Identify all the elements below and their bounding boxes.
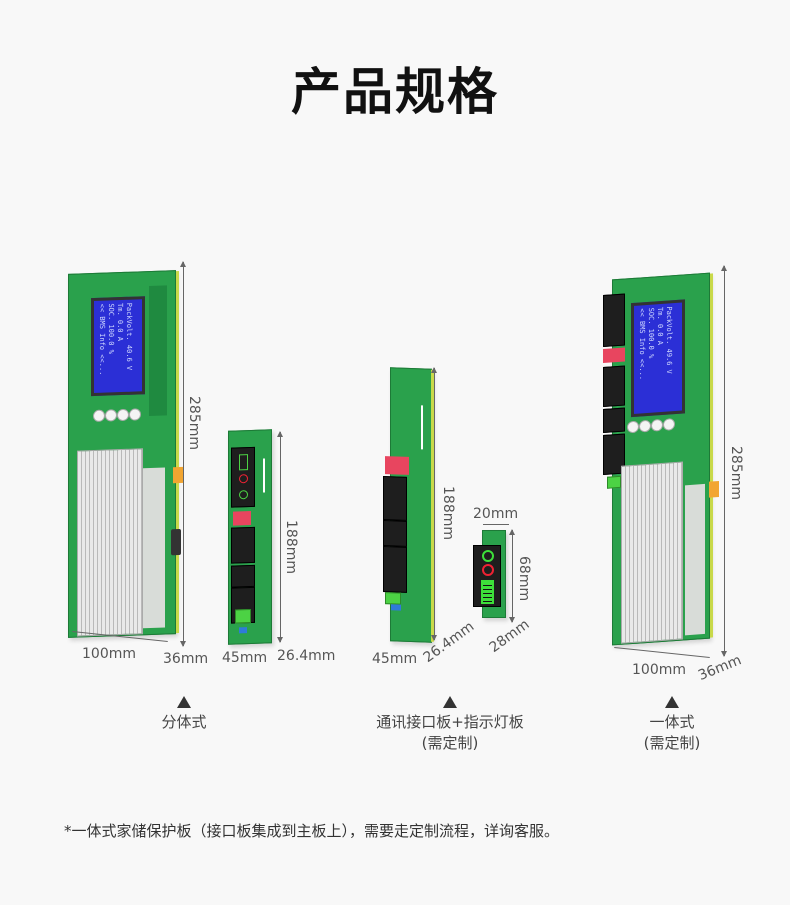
- product-caption: 一体式 (需定制): [622, 712, 722, 754]
- main-board-width-label: 100mm: [82, 646, 136, 662]
- comm-board-depth-label: 26.4mm: [277, 648, 336, 664]
- heatsink: [621, 461, 683, 644]
- heatsink: [77, 448, 143, 637]
- caption-line-1: 通讯接口板+指示灯板: [376, 713, 524, 731]
- pointer-triangle: [177, 696, 191, 708]
- integrated-board-image: PackVolt. 49.6 V Tm. 0.0 A SOC. 100.0 % …: [603, 272, 719, 646]
- integrated-board-width-label: 100mm: [632, 662, 686, 678]
- main-board-depth-label: 36mm: [163, 651, 209, 667]
- caption-line-2: (需定制): [643, 734, 701, 752]
- comm-board-image: [228, 429, 272, 645]
- pointer-triangle: [665, 696, 679, 708]
- product-caption: 通讯接口板+指示灯板 (需定制): [350, 712, 550, 754]
- comm-board-height-label-2: 188mm: [440, 486, 456, 540]
- integrated-board-height-label: 285mm: [728, 446, 744, 500]
- comm-board-height-label: 188mm: [283, 520, 299, 574]
- caption-line-1: 一体式: [649, 713, 695, 731]
- lcd-screen: PackVolt. 49.6 V Tm. 0.0 A SOC. 100.0 % …: [631, 299, 685, 418]
- indicator-board-height-label: 68mm: [516, 556, 532, 602]
- pointer-triangle: [443, 696, 457, 708]
- product-caption: 分体式: [161, 713, 207, 731]
- comm-board-width-label-2: 45mm: [372, 651, 418, 667]
- comm-board-side-image: [383, 367, 434, 643]
- lcd-screen: PackVolt. 40.6 V Tm. 0.0 A SOC. 100.0 % …: [91, 296, 145, 397]
- caption-line-2: (需定制): [421, 734, 479, 752]
- page-title: 产品规格: [291, 63, 499, 121]
- comm-board-width-label: 45mm: [222, 650, 268, 666]
- indicator-board-width-label: 20mm: [473, 506, 519, 522]
- footnote: *一体式家储保护板（接口板集成到主板上），需要走定制流程，详询客服。: [64, 822, 560, 840]
- main-board-image: PackVolt. 40.6 V Tm. 0.0 A SOC. 100.0 % …: [68, 270, 183, 638]
- main-board-height-label: 285mm: [186, 396, 202, 450]
- indicator-board-image: [473, 530, 506, 618]
